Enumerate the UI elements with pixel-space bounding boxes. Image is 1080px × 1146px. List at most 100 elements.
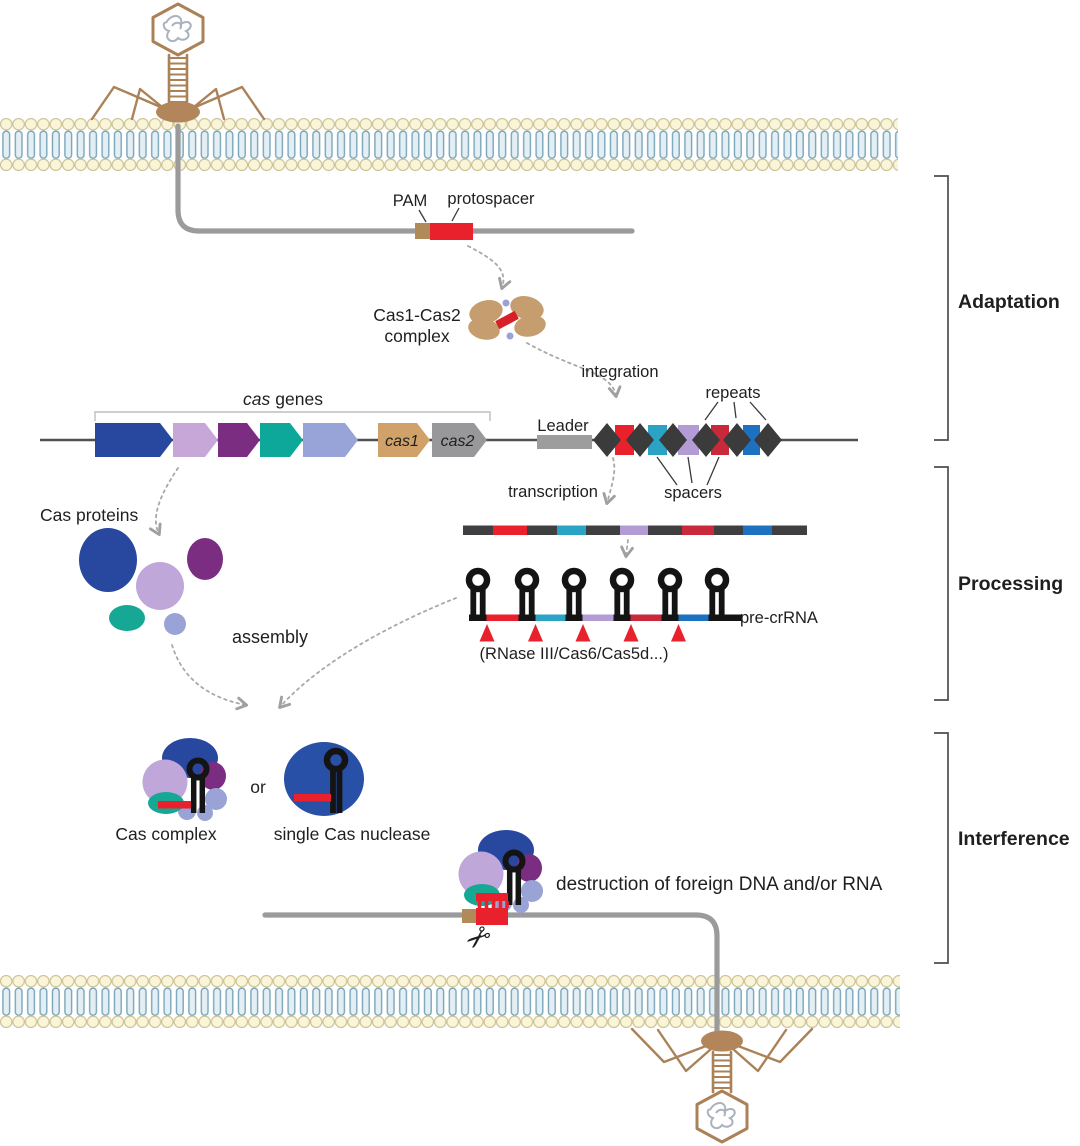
crrna-hairpin-loop [186, 757, 210, 781]
complex-blob-plum [142, 759, 188, 805]
phage-leg [90, 85, 165, 121]
cas2-blob [510, 296, 544, 320]
repeats-label: repeats [705, 384, 760, 402]
bacteriophage-bottom [630, 1027, 814, 1144]
destruction-label: destruction of foreign DNA and/or RNA [556, 874, 883, 895]
crrna-hairpin-stem [190, 775, 206, 813]
processing-bracket [934, 466, 949, 701]
leader-label: Leader [537, 417, 589, 435]
repeat-diamond [659, 423, 687, 457]
phage-baseplate [701, 1030, 743, 1052]
crrna-hairpin-stem [330, 766, 343, 813]
injected-foreign-dna [175, 123, 635, 234]
pam-pointer-line [418, 209, 427, 223]
arrow-transcription [602, 457, 616, 506]
protospacer-segment [430, 223, 473, 240]
pam-label: PAM [393, 192, 428, 210]
phage-leg [656, 1028, 713, 1073]
hairpin-loop [514, 567, 540, 593]
phage-tail-rungs [168, 57, 188, 103]
gene-arrow [260, 423, 303, 457]
cleavage-site-triangle [623, 624, 639, 642]
rna-backbone-segment [586, 525, 620, 535]
cleavage-site-triangle [479, 624, 495, 642]
spacers-pointer-lines [656, 456, 720, 486]
spacer-rect [678, 425, 699, 455]
rna-backbone-segment [527, 525, 557, 535]
phage-leg [731, 1028, 788, 1073]
hairpin-loop [609, 567, 635, 593]
single-cas-nuclease [284, 742, 364, 816]
hairpin-stem [519, 586, 535, 621]
hairpin-base [661, 614, 679, 621]
crrna-hairpin-stem [506, 867, 522, 905]
hairpin-base [708, 614, 726, 621]
gene-arrow [378, 423, 430, 457]
cas-genes-bracket [94, 411, 491, 421]
cas-complex [142, 738, 227, 821]
cas1-cas2-complex [468, 296, 546, 340]
bottom-cell-membrane [0, 975, 900, 1028]
protospacer-pointer-line [451, 207, 460, 222]
interference-bracket [934, 732, 949, 964]
protospacer-label: protospacer [447, 190, 535, 208]
transcription-label: transcription [508, 483, 598, 501]
gene-arrow-label: cas1 [385, 433, 419, 450]
rna-backbone-segment [463, 525, 493, 535]
phage-capsid [151, 2, 205, 57]
crrna-spacer-link [574, 614, 622, 621]
rna-backbone-segment [714, 525, 743, 535]
cas-protein-blob-blue [79, 528, 137, 592]
r-loop-top-strand [476, 893, 508, 901]
arrow-genes-to-proteins [148, 467, 179, 536]
phage-dna-squiggle [162, 15, 192, 42]
top-cell-membrane [0, 118, 898, 171]
hairpin-base [613, 614, 631, 621]
crrna-spacer-segment [294, 794, 331, 802]
cas-protein-blob-purple [187, 538, 223, 580]
hairpin-stem [614, 586, 630, 621]
repeat-diamond [754, 423, 782, 457]
cas1-cas2-label-line2: complex [384, 326, 449, 346]
complex-blob-periwinkle [521, 880, 543, 902]
target-pam [462, 909, 476, 923]
arrow-to-pre-crrna [620, 539, 634, 559]
rna-transcript [463, 525, 807, 535]
crrna-spacer-link [478, 614, 527, 621]
phage-leg [187, 87, 226, 121]
adaptation-section-label: Adaptation [958, 291, 1060, 313]
interference-section-label: Interference [958, 828, 1070, 850]
phage-baseplate [156, 101, 200, 123]
arrow-proteins-to-assembly [171, 644, 249, 711]
rna-spacer-segment [557, 525, 586, 535]
complex-detail [502, 299, 510, 307]
rna-backbone-segment [772, 525, 807, 535]
gene-arrow [218, 423, 260, 457]
spacer-rect [648, 425, 667, 455]
or-label: or [250, 777, 266, 797]
crrna-spacer-segment [158, 801, 193, 809]
complex-blob-plum [458, 851, 504, 897]
pam-segment [415, 223, 430, 239]
gene-arrow [95, 423, 173, 457]
hairpin-stem [709, 586, 725, 621]
complex-detail [506, 332, 514, 340]
hairpin-base [469, 614, 487, 621]
hairpin-base [565, 614, 583, 621]
repeats-pointer-lines [704, 401, 767, 421]
arrow-crrna-to-assembly [278, 597, 457, 709]
crrna-end-segment [717, 614, 742, 621]
phage-leg [130, 87, 169, 121]
interference-complex [458, 830, 543, 913]
captured-protospacer [495, 310, 519, 330]
hairpin-loop [561, 567, 587, 593]
cas-protein-blob-teal [109, 605, 145, 631]
rna-spacer-segment [620, 525, 648, 535]
base-pairing-teeth [477, 901, 509, 908]
crrna-spacer-link [670, 614, 717, 621]
target-protospacer [476, 908, 508, 925]
repeat-diamond [626, 423, 654, 457]
phage-dna-squiggle [706, 1102, 736, 1129]
